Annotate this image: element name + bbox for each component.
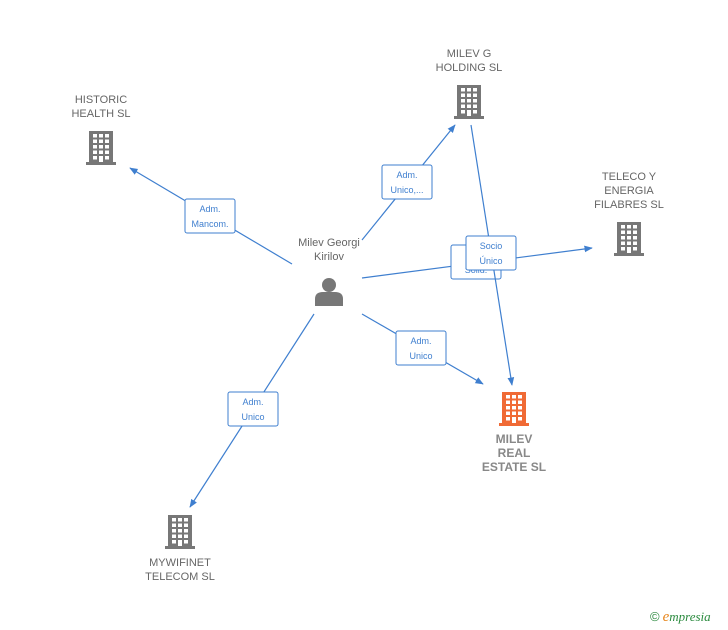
building-icon [86, 131, 116, 165]
node-label: ESTATE SL [482, 460, 546, 474]
empresia-logo: ©empresia [650, 609, 711, 626]
node-label: HEALTH SL [71, 108, 130, 120]
edge-person-historic: Adm. Mancom. [129, 167, 293, 265]
relation-label-text: Adm. [199, 204, 220, 214]
node-label: REAL [498, 446, 531, 460]
relation-label-text: Único [479, 256, 502, 266]
building-icon [499, 392, 529, 426]
node-label: ENERGIA [604, 185, 654, 197]
relation-label-text: Adm. [396, 170, 417, 180]
relation-label-text: Adm. [242, 397, 263, 407]
node-label: TELECO Y [602, 171, 657, 183]
relationship-graph: Adm.Mancom.Adm.Unico,...Adm.Solid.SocioÚ… [71, 48, 664, 583]
relation-label-text: Unico,... [390, 185, 423, 195]
building-icon [165, 515, 195, 549]
relation-label-box[interactable] [227, 391, 279, 427]
building-icon [614, 222, 644, 256]
edge-person-milevg: Adm. Unico,... [361, 124, 456, 241]
relation-label-text: Mancom. [191, 219, 228, 229]
relation-label-text: Unico [409, 351, 432, 361]
node-label: MILEV G [447, 48, 492, 60]
node-teleco[interactable]: TELECO Y ENERGIA FILABRES SL [594, 171, 664, 256]
node-label: TELECOM SL [145, 571, 215, 583]
copyright-symbol: © [650, 609, 660, 624]
node-label: HISTORIC [75, 94, 127, 106]
node-label: HOLDING SL [436, 62, 503, 74]
brand-text: mpresia [669, 609, 711, 624]
node-label: MYWIFINET [149, 557, 211, 569]
relation-label-text: Socio [480, 241, 503, 251]
relation-label-box[interactable] [465, 235, 517, 271]
relation-label-box[interactable] [381, 164, 433, 200]
relation-label-text: Unico [241, 412, 264, 422]
person-icon [315, 278, 343, 306]
brand-e: e [662, 609, 670, 625]
edge-person-milevreal: Adm. Unico [361, 313, 484, 385]
node-mywifi[interactable]: MYWIFINET TELECOM SL [145, 515, 215, 583]
building-icon [454, 85, 484, 119]
relation-label-text: Adm. [410, 336, 431, 346]
relation-label-box[interactable] [395, 330, 447, 366]
node-label: Kirilov [314, 251, 344, 263]
node-label: FILABRES SL [594, 199, 664, 211]
node-milevg[interactable]: MILEV G HOLDING SL [436, 48, 503, 119]
node-historic[interactable]: HISTORIC HEALTH SL [71, 94, 131, 165]
edge-person-mywifi: Adm. Unico [189, 313, 315, 508]
node-label: MILEV [496, 432, 533, 446]
node-label: Milev Georgi [298, 237, 360, 249]
relation-label-box[interactable] [184, 198, 236, 234]
